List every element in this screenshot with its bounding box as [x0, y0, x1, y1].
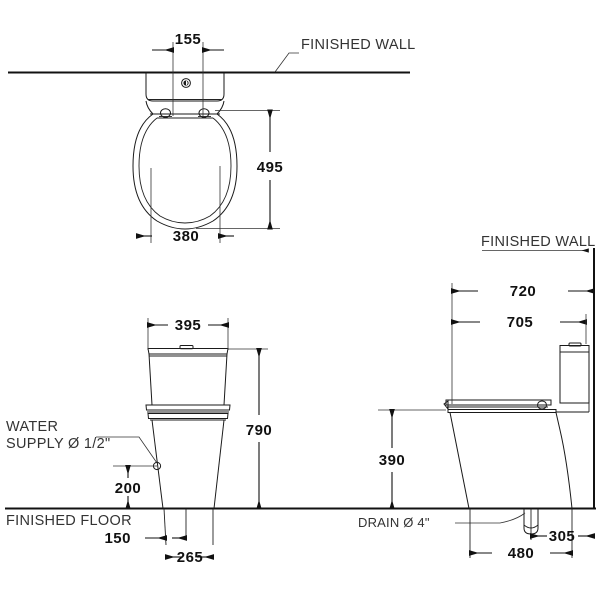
- bowl-right-edge-front: [213, 419, 225, 509]
- bowl-rear-edge-side: [555, 412, 573, 509]
- tank-lid-front: [147, 348, 229, 355]
- water-supply-label-line1: WATER: [6, 419, 58, 435]
- seat-ring-inner-top: [138, 117, 232, 224]
- drain-label: DRAIN Ø 4": [358, 515, 430, 530]
- drain-leader: [455, 512, 526, 524]
- front-elevation-view: FINISHED FLOOR WATER SUPPLY Ø 1/2": [5, 317, 596, 566]
- bowl-front-edge-side: [449, 412, 470, 509]
- seat-hinge-side-icon: [537, 400, 547, 410]
- tank-outline-top: [145, 72, 225, 102]
- dim-text-720: 720: [510, 283, 537, 300]
- side-elevation-view: FINISHED WALL DRAIN Ø 4": [358, 234, 596, 562]
- flush-button-front-icon: [179, 345, 194, 350]
- dim-text-705: 705: [507, 314, 534, 331]
- finished-floor-label: FINISHED FLOOR: [6, 513, 132, 529]
- dim-text-150: 150: [104, 530, 131, 547]
- dim-text-480: 480: [508, 545, 535, 562]
- flush-button-highlight-icon: [186, 80, 188, 86]
- foot-left-line-front: [163, 508, 167, 546]
- dim-text-155: 155: [175, 31, 202, 48]
- dim-text-790: 790: [246, 422, 273, 439]
- dim-text-200: 200: [115, 480, 142, 497]
- flush-button-outer-icon: [181, 78, 191, 88]
- finished-wall-label-side: FINISHED WALL: [481, 234, 596, 250]
- finished-wall-leader-top: [274, 52, 299, 73]
- dim-text-305: 305: [549, 528, 576, 545]
- bowl-shoulder-right-top: [216, 100, 225, 115]
- seat-ring-front: [147, 413, 229, 419]
- seat-hinge-left-icon: [160, 108, 171, 118]
- dim-text-380: 380: [173, 228, 200, 245]
- dim-text-390: 390: [379, 452, 406, 469]
- bowl-shoulder-left-top: [145, 100, 154, 115]
- bowl-left-edge-front: [151, 419, 164, 509]
- seat-hinge-right-icon: [198, 108, 210, 118]
- tank-body-side: [559, 345, 590, 404]
- tank-body-front: [148, 353, 228, 406]
- rim-band-side: [447, 409, 557, 413]
- water-supply-leader: [96, 436, 158, 464]
- dim-text-395: 395: [175, 317, 202, 334]
- bowl-outline-top: [132, 113, 238, 230]
- top-view: 155 380 495 FINISHED WALL: [8, 31, 416, 245]
- seat-front-tip-side: [443, 400, 449, 411]
- seat-lid-side: [445, 399, 552, 406]
- dim-text-495: 495: [257, 159, 284, 176]
- finished-wall-label-top: FINISHED WALL: [301, 37, 416, 53]
- dim-text-265: 265: [177, 549, 204, 566]
- water-supply-label-line2: SUPPLY Ø 1/2": [6, 436, 110, 452]
- flush-button-side-icon: [568, 342, 582, 347]
- seat-lid-front: [145, 404, 231, 411]
